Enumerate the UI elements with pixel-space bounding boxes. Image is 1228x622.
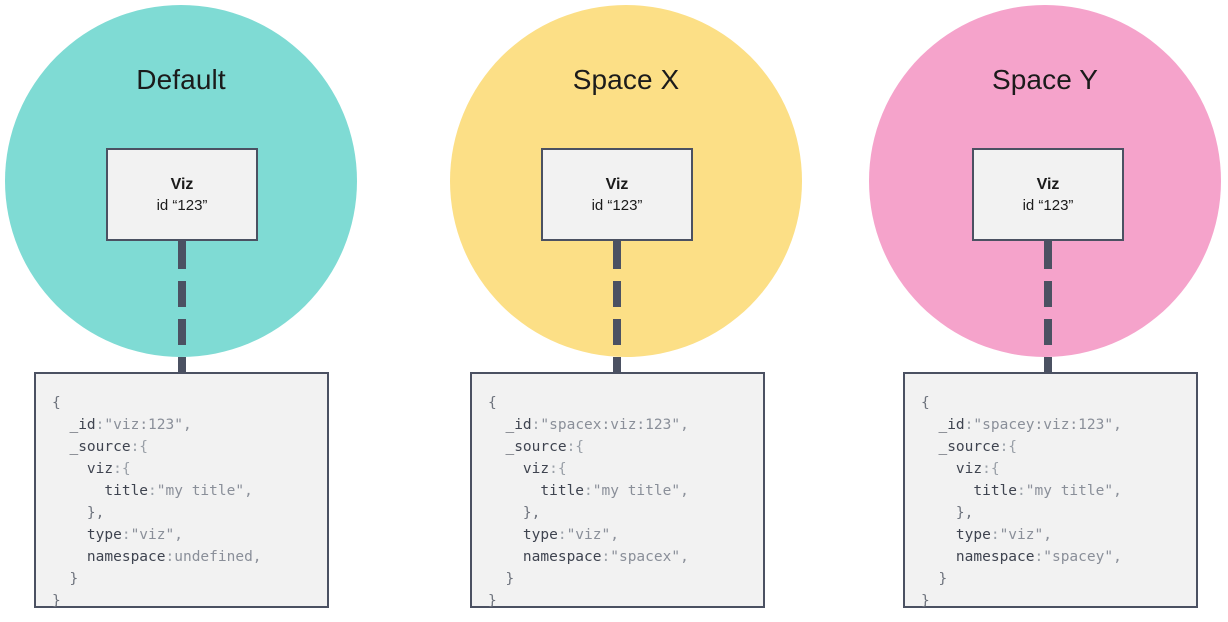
- code-key-type: type: [522, 527, 558, 543]
- code-line-open-brace: {: [921, 395, 930, 411]
- code-value-id: "viz:123",: [104, 417, 192, 433]
- space-column-default: Default Viz id “123” { _id:"viz:123", _s…: [0, 0, 410, 622]
- code-value-title: "my title",: [156, 483, 253, 499]
- document-code-default: { _id:"viz:123", _source:{ viz:{ title:"…: [52, 395, 262, 609]
- code-key-title: title: [973, 483, 1018, 499]
- viz-node-id-label: id “123”: [1022, 196, 1074, 214]
- code-value-namespace: "spacey",: [1043, 549, 1122, 565]
- document-code-space-y: { _id:"spacey:viz:123", _source:{ viz:{ …: [921, 395, 1122, 609]
- code-key-id: _id: [69, 417, 96, 433]
- connector-dashed-line-space-y: [1044, 241, 1052, 372]
- space-column-space-y: Space Y Viz id “123” { _id:"spacey:viz:1…: [851, 0, 1228, 622]
- code-key-viz: viz: [955, 461, 983, 477]
- space-title-space-y: Space Y: [991, 64, 1099, 95]
- code-key-title: title: [104, 483, 149, 499]
- code-line-close-viz: },: [955, 505, 974, 521]
- code-key-type: type: [955, 527, 991, 543]
- code-key-source: _source: [938, 439, 1000, 455]
- code-value-id: "spacex:viz:123",: [540, 417, 689, 433]
- code-line-open-brace: {: [52, 395, 61, 411]
- code-key-source: _source: [505, 439, 567, 455]
- code-line-close-brace: }: [488, 593, 497, 609]
- code-key-viz: viz: [522, 461, 550, 477]
- code-line-close-source: }: [69, 571, 79, 587]
- connector-dashed-line-default: [178, 241, 186, 372]
- code-key-namespace: namespace: [86, 549, 166, 565]
- viz-node-type-label: Viz: [1036, 175, 1060, 193]
- code-value-type: "viz",: [130, 527, 183, 543]
- code-line-close-viz: },: [86, 505, 105, 521]
- code-line-close-source: }: [938, 571, 948, 587]
- viz-node-type-label: Viz: [170, 175, 194, 193]
- code-line-close-viz: },: [522, 505, 541, 521]
- space-title-default: Default: [136, 64, 226, 95]
- code-value-source: :{: [566, 439, 585, 455]
- viz-node-space-x[interactable]: Viz id “123”: [541, 148, 693, 241]
- code-value-namespace: "spacex",: [610, 549, 689, 565]
- space-column-space-x: Space X Viz id “123” { _id:"spacex:viz:1…: [418, 0, 828, 622]
- code-value-source: :{: [999, 439, 1018, 455]
- space-title-space-x: Space X: [572, 64, 680, 95]
- code-key-namespace: namespace: [522, 549, 602, 565]
- document-code-space-x: { _id:"spacex:viz:123", _source:{ viz:{ …: [488, 395, 689, 609]
- code-value-title: "my title",: [592, 483, 689, 499]
- code-value-namespace: undefined,: [174, 549, 262, 565]
- connector-dashed-line-space-x: [613, 241, 621, 372]
- code-line-open-brace: {: [488, 395, 497, 411]
- code-key-namespace: namespace: [955, 549, 1035, 565]
- code-value-type: "viz",: [999, 527, 1052, 543]
- code-key-id: _id: [505, 417, 532, 433]
- code-line-close-brace: }: [921, 593, 930, 609]
- code-value-type: "viz",: [566, 527, 619, 543]
- document-box-space-y: { _id:"spacey:viz:123", _source:{ viz:{ …: [903, 372, 1198, 609]
- document-box-space-x: { _id:"spacex:viz:123", _source:{ viz:{ …: [470, 372, 765, 609]
- code-key-id: _id: [938, 417, 965, 433]
- code-value-title: "my title",: [1025, 483, 1122, 499]
- code-key-viz: viz: [86, 461, 114, 477]
- code-value-source: :{: [130, 439, 149, 455]
- viz-node-type-label: Viz: [605, 175, 629, 193]
- viz-node-default[interactable]: Viz id “123”: [106, 148, 258, 241]
- code-key-title: title: [540, 483, 585, 499]
- code-line-close-brace: }: [52, 593, 61, 609]
- viz-node-space-y[interactable]: Viz id “123”: [972, 148, 1124, 241]
- code-value-viz: :{: [549, 461, 567, 477]
- code-key-type: type: [86, 527, 122, 543]
- document-box-default: { _id:"viz:123", _source:{ viz:{ title:"…: [34, 372, 329, 609]
- code-line-close-source: }: [505, 571, 515, 587]
- viz-node-id-label: id “123”: [591, 196, 643, 214]
- code-key-source: _source: [69, 439, 131, 455]
- code-value-id: "spacey:viz:123",: [973, 417, 1122, 433]
- viz-node-id-label: id “123”: [156, 196, 208, 214]
- code-value-viz: :{: [982, 461, 1000, 477]
- code-value-viz: :{: [113, 461, 131, 477]
